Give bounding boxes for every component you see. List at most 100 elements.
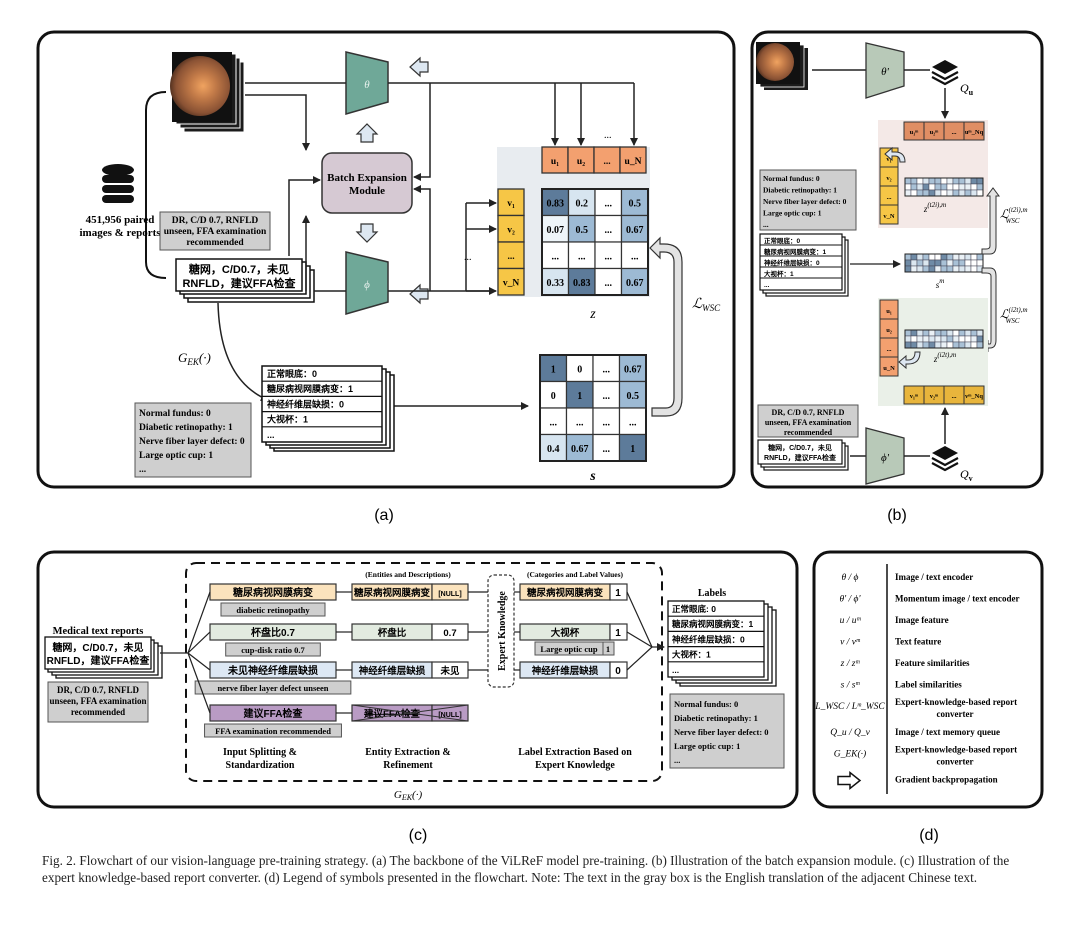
entities-header: (Entities and Descriptions) — [365, 570, 451, 579]
labels-translation-box-b — [759, 169, 857, 231]
z-i2t-heatmap-cell — [946, 329, 954, 337]
s-matrix-value: 0.5 — [627, 391, 640, 402]
label-en-entry: Nerve fiber layer defect: 0 — [139, 437, 245, 447]
s-matrix-cell — [618, 380, 647, 409]
s-matrix-value: 0.67 — [571, 444, 589, 455]
z-matrix-cell — [594, 214, 623, 243]
legend-description: Text feature — [895, 637, 941, 647]
fundus-image — [170, 56, 230, 116]
s-matrix-value: ... — [603, 444, 611, 455]
s-m-heatmap-cell — [934, 265, 942, 273]
label-zh-entry: 神经纤维层缺损：0 — [672, 634, 745, 644]
z-t2i-heatmap-cell — [922, 183, 930, 191]
z-i2t-heatmap-cell — [904, 341, 912, 349]
legend-description: Image feature — [895, 615, 949, 625]
split-item-en: diabetic retinopathy — [236, 605, 310, 615]
z-matrix-cell — [567, 267, 596, 296]
s-m-heatmap-cell — [928, 259, 936, 267]
entity-desc: 未见 — [439, 665, 460, 677]
image-feature-cell — [593, 146, 621, 174]
z-t2i-heatmap-cell — [910, 177, 918, 185]
split-item-zh: 建议FFA检查 — [243, 707, 304, 720]
z-i2t-heatmap-cell — [952, 335, 960, 343]
image-feature-label: ... — [887, 346, 892, 353]
label-zh-entry: 神经纤维层缺损：0 — [764, 258, 820, 267]
momentum-image-encoder: θ' — [865, 42, 905, 99]
report-en-line: DR, C/D 0.7, RNFLD — [772, 408, 845, 417]
s-m-heatmap-cell — [958, 259, 966, 267]
panel-d-caption: (d) — [919, 827, 939, 844]
dataset-size-label: 451,956 paired — [86, 214, 155, 226]
z-i2t-heatmap-cell — [940, 329, 948, 337]
z-i2t-heatmap-cell — [970, 329, 978, 337]
s-matrix-value: ... — [603, 364, 611, 375]
s-matrix-value: ... — [550, 417, 558, 428]
z-matrix-cell — [541, 241, 570, 270]
legend-description: Expert-knowledge-based report — [895, 697, 1017, 707]
legend-description: Expert-knowledge-based report — [895, 745, 1017, 755]
batch-module-label: Batch Expansion — [327, 172, 407, 184]
category-name: 大视杯 — [551, 627, 580, 639]
s-matrix-value: ... — [603, 417, 611, 428]
z-t2i-heatmap-cell — [946, 189, 954, 197]
z-i2t-heatmap-cell — [904, 335, 912, 343]
report-stack-b: 糖网，C/D0.7，未见 RNFLD，建议FFA检查 — [757, 439, 849, 471]
report-zh-line: 糖网，C/D0.7，未见 — [52, 641, 143, 654]
text-encoder-label: ϕ — [364, 279, 370, 291]
stage-title: Input Splitting & — [223, 747, 297, 758]
s-m-heatmap-cell — [952, 259, 960, 267]
z-i2t-heatmap-cell — [940, 335, 948, 343]
legend-description: Feature similarities — [895, 658, 970, 668]
z-t2i-heatmap-cell — [964, 183, 972, 191]
image-feature-label: u₂ — [577, 157, 585, 167]
s-matrix-value: 1 — [551, 364, 556, 375]
s-matrix-cell — [565, 380, 594, 409]
z-t2i-heatmap-cell — [940, 177, 948, 185]
z-i2t-heatmap-cell — [970, 335, 978, 343]
momentum-image-feature-label: ... — [952, 129, 957, 136]
report-en-line: recommended — [71, 707, 125, 717]
z-i2t-heatmap-cell — [916, 335, 924, 343]
z-i2t-heatmap-cell — [928, 341, 936, 349]
s-matrix-value: 0.4 — [547, 444, 560, 455]
label-en-entry: Normal fundus: 0 — [674, 699, 738, 709]
s-m-heatmap-cell — [946, 253, 954, 261]
s-m-heatmap-cell — [958, 253, 966, 261]
gradient-backprop-arrow — [409, 283, 429, 305]
category-translation-value: 1 — [606, 644, 610, 654]
z-matrix-value: ... — [605, 198, 613, 209]
image-feature-label: ... — [603, 157, 610, 167]
input-title: Medical text reports — [53, 626, 144, 637]
panel-c: GEK(·) Medical text reports 糖网，C/D0.7，未见… — [36, 550, 799, 844]
stage-title: Label Extraction Based on — [518, 747, 632, 758]
legend-symbol: s / sᵐ — [841, 681, 861, 691]
z-t2i-heatmap-cell — [952, 177, 960, 185]
s-matrix-value: ... — [576, 417, 584, 428]
s-m-heatmap-cell — [910, 259, 918, 267]
report-en-line: unseen, FFA examination — [765, 418, 852, 427]
z-t2i-heatmap-cell — [970, 183, 978, 191]
label-en-entry: ... — [139, 465, 146, 475]
split-item-translation-box — [204, 723, 342, 738]
image-feature-label: u₁ — [886, 308, 892, 315]
momentum-text-feature-label: ... — [952, 393, 957, 400]
z-matrix-value: ... — [605, 225, 613, 236]
z-matrix-value: 0.67 — [626, 225, 644, 236]
report-en-line: DR, C/D 0.7, RNFLD — [57, 685, 139, 695]
momentum-image-encoder-label: θ' — [881, 66, 889, 78]
strike-line — [351, 704, 469, 722]
legend-description: Gradient backpropagation — [895, 775, 998, 785]
s-m-heatmap-cell — [910, 253, 918, 261]
gradient-arrow-icon — [837, 770, 862, 791]
legend-description: Image / text memory queue — [895, 727, 1000, 737]
label-zh-entry: 糖尿病视网膜病变：1 — [672, 619, 754, 629]
labels-translation-box-c — [669, 693, 785, 769]
label-en-entry: Diabetic retinopathy: 1 — [139, 423, 233, 433]
s-matrix-cell — [618, 354, 647, 383]
z-t2i-heatmap-cell — [904, 177, 912, 185]
panel-b-caption: (b) — [887, 507, 907, 524]
entity-desc: [NULL] — [438, 712, 461, 719]
s-matrix-value: ... — [603, 391, 611, 402]
s-m-heatmap-cell — [916, 259, 924, 267]
s-m-heatmap-cell — [946, 259, 954, 267]
